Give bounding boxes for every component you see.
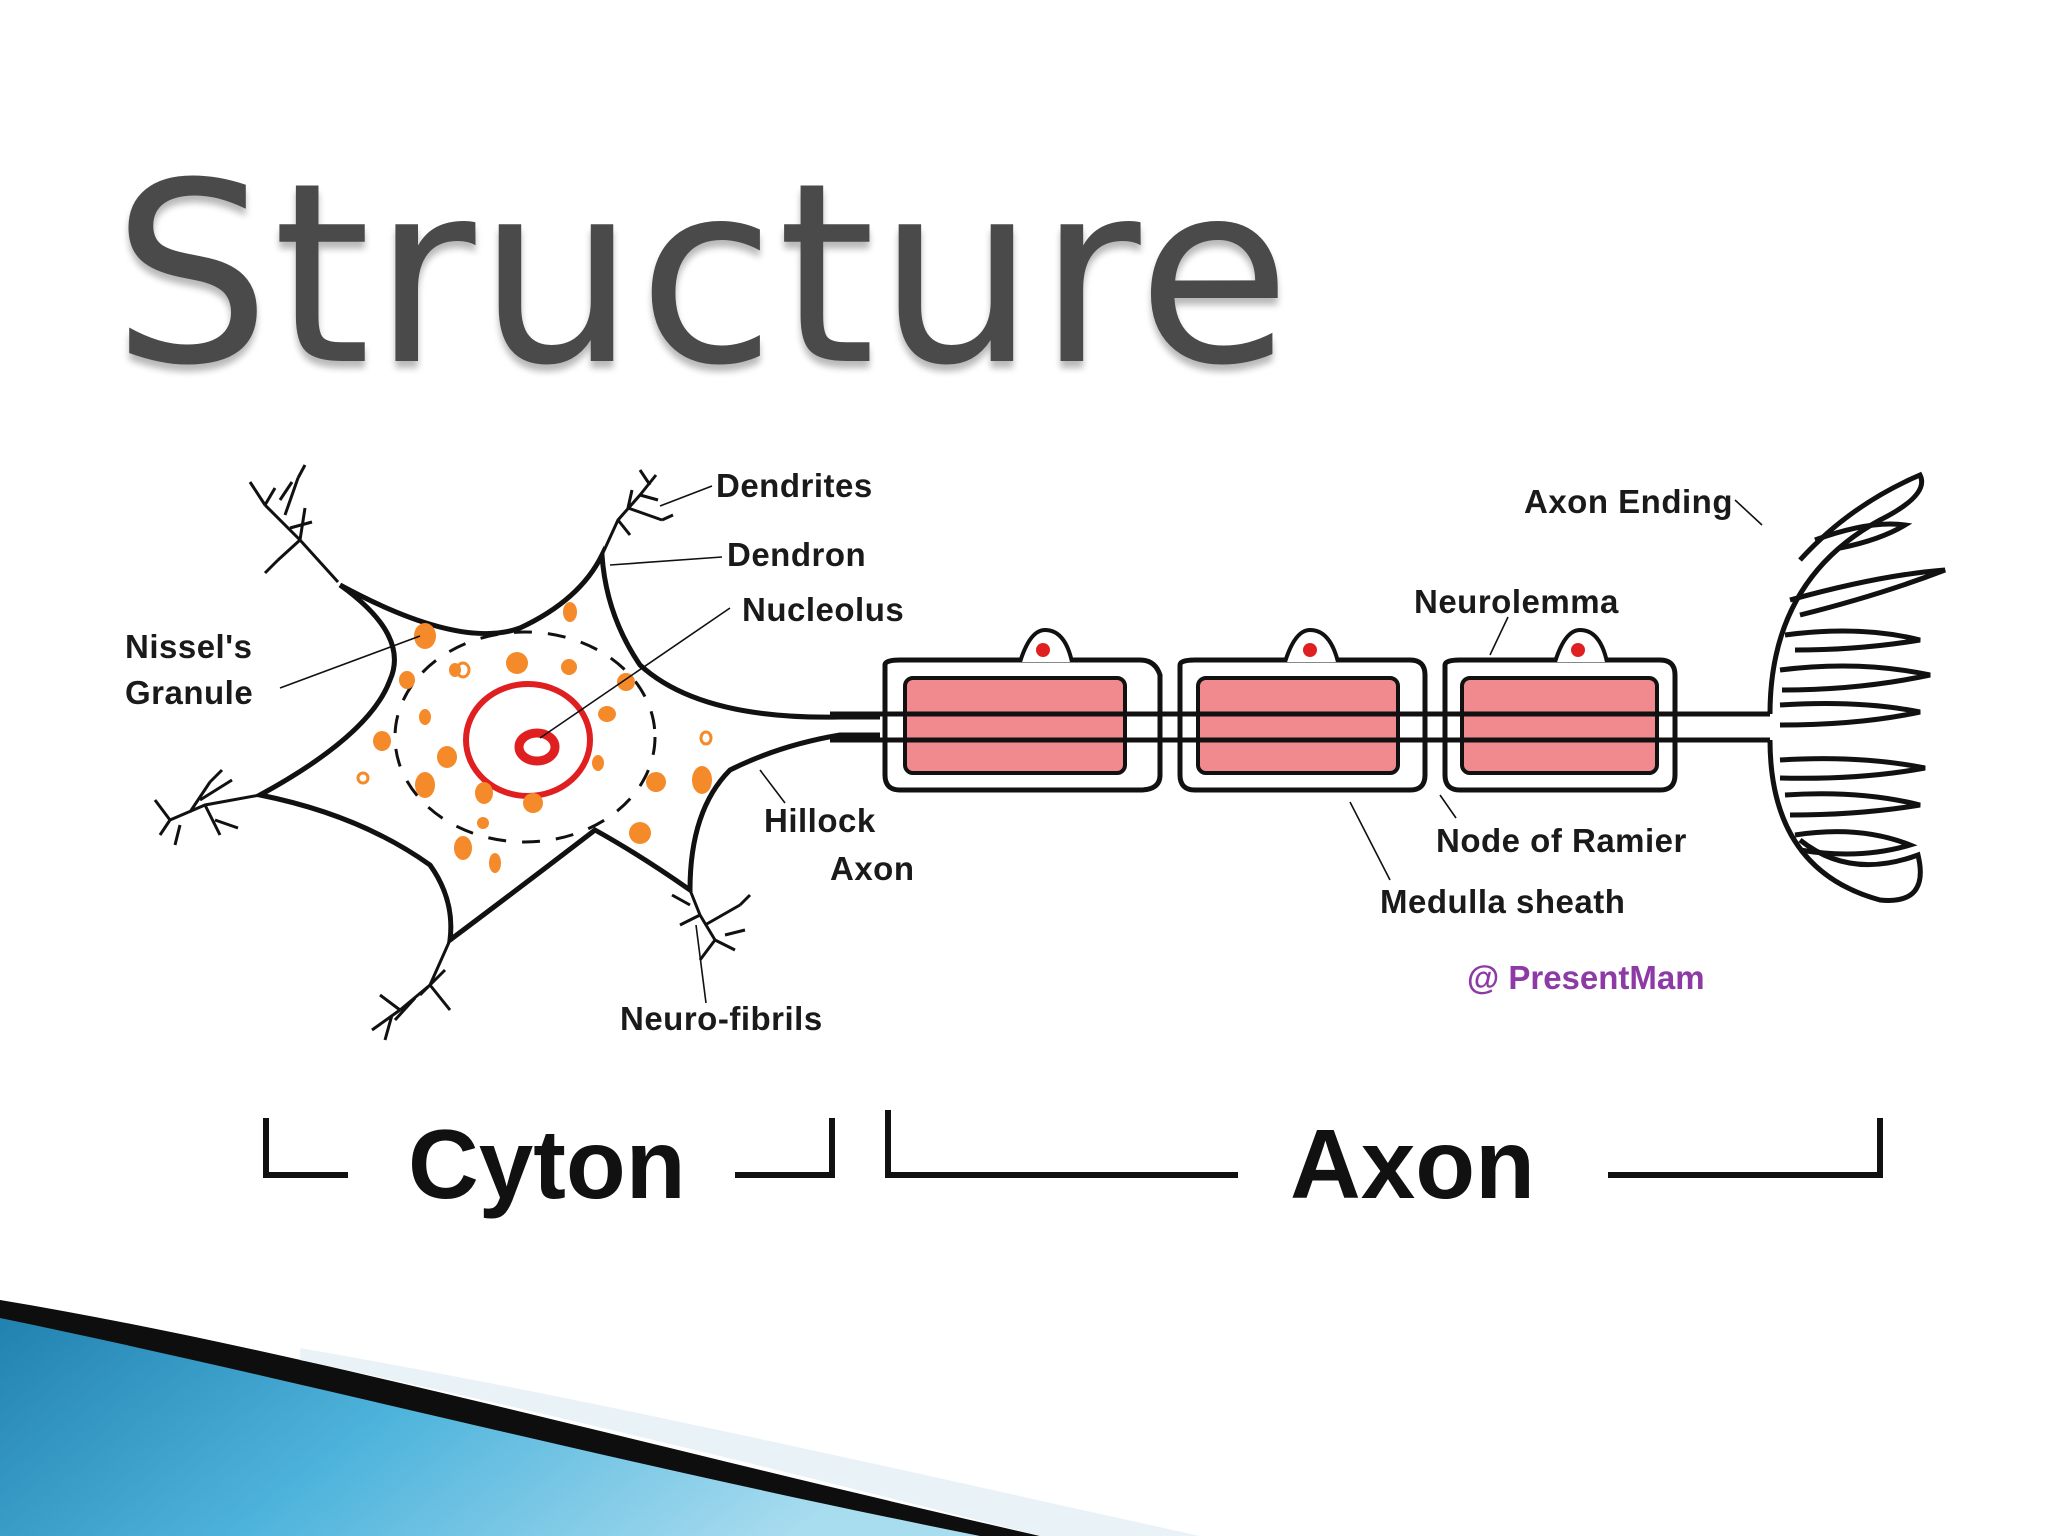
- myelin-segment: [1177, 627, 1428, 793]
- myelin-segment: [882, 627, 1163, 793]
- myelin-segment: [1442, 627, 1678, 793]
- axon-bracket: [885, 1110, 1883, 1178]
- cyton-bracket: [263, 1118, 835, 1178]
- dendrite-branches: [153, 464, 752, 1041]
- label-axon-ending: Axon Ending: [1524, 483, 1733, 520]
- label-neurolemma: Neurolemma: [1414, 583, 1619, 620]
- section-label-axon: Axon: [1290, 1109, 1535, 1219]
- label-axon-small: Axon: [830, 850, 915, 887]
- label-nissels-line1: Nissel's: [125, 628, 252, 665]
- slide-wave-decoration: [0, 1300, 1200, 1536]
- label-neuro-fibrils: Neuro-fibrils: [620, 1000, 823, 1037]
- axon-ending: [1767, 471, 1946, 903]
- cell-body: [252, 545, 880, 946]
- label-medulla-sheath: Medulla sheath: [1380, 883, 1625, 920]
- label-nucleolus: Nucleolus: [742, 591, 904, 628]
- nissel-granules: [356, 602, 713, 873]
- label-nissels-line2: Granule: [125, 674, 253, 711]
- label-node-of-ramier: Node of Ramier: [1436, 822, 1687, 859]
- label-hillock: Hillock: [764, 802, 876, 839]
- section-label-cyton: Cyton: [408, 1109, 686, 1219]
- leader-lines: [279, 485, 1763, 1004]
- medulla-sheath-segments: [880, 627, 1770, 793]
- credit-watermark: @ PresentMam: [1467, 959, 1705, 996]
- slide-title: Structure: [112, 129, 1293, 420]
- label-dendron: Dendron: [727, 536, 866, 573]
- label-dendrites: Dendrites: [716, 467, 873, 504]
